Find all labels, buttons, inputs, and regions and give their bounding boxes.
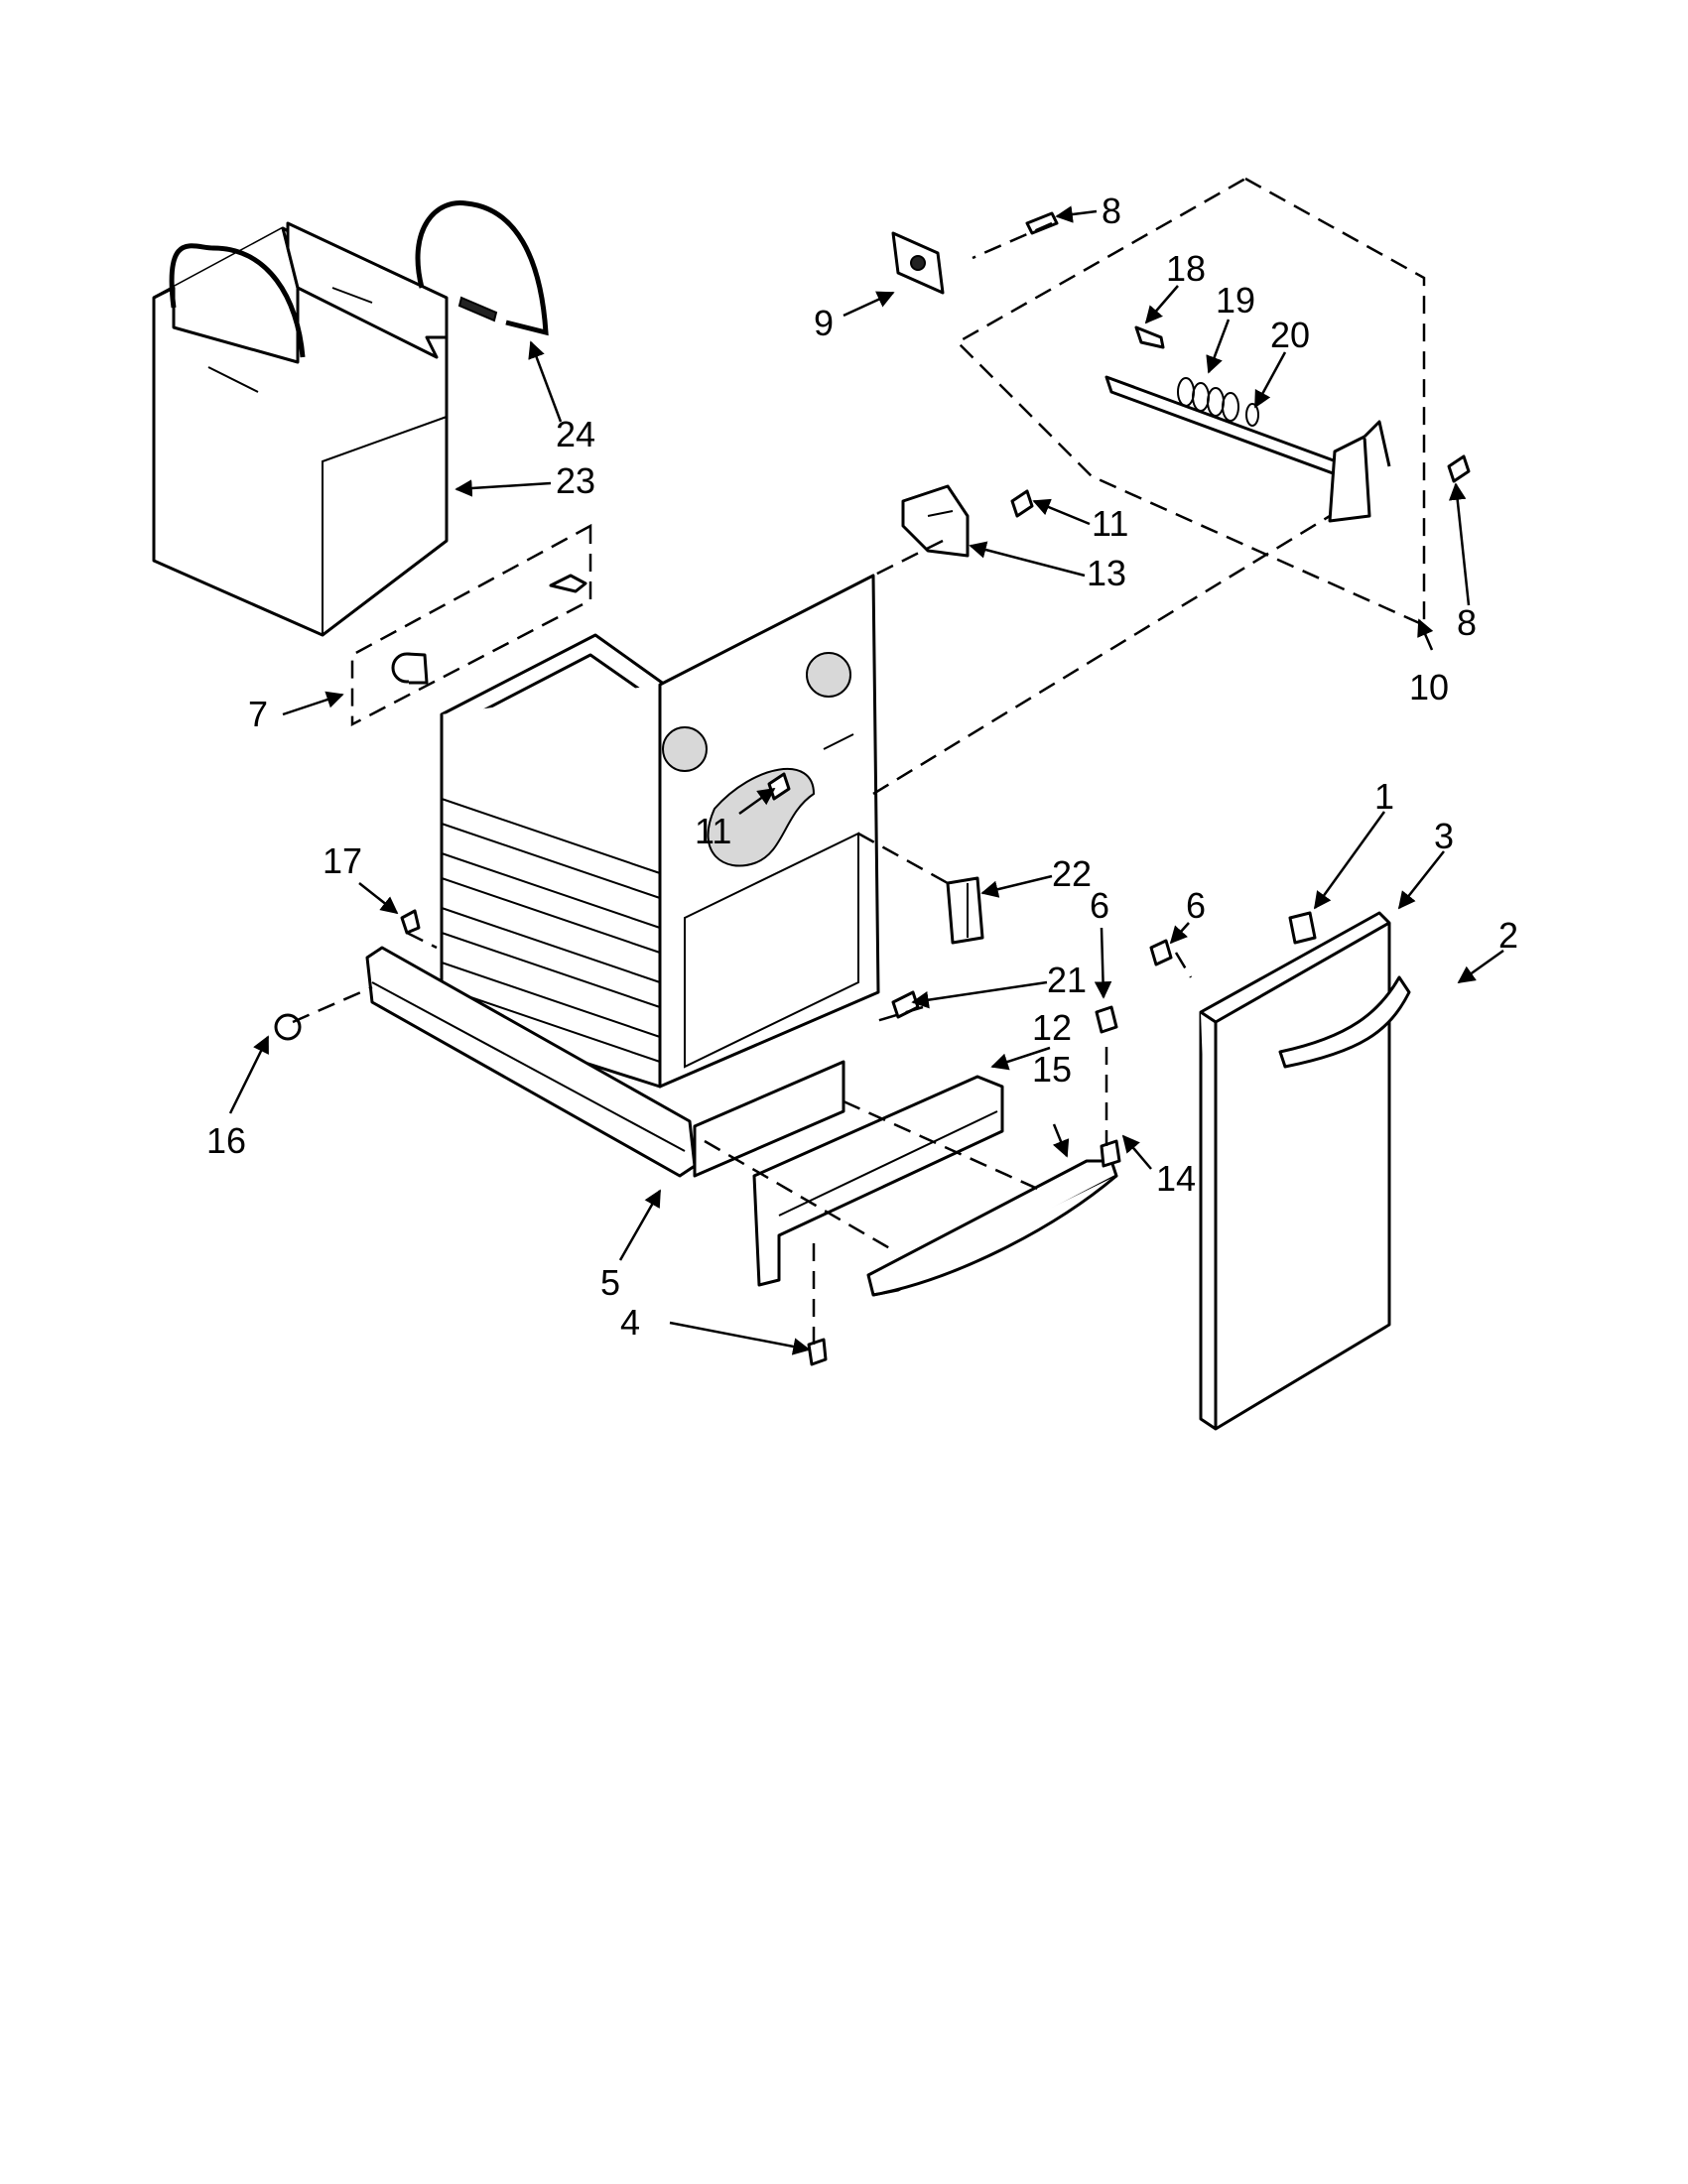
callout-7: 7 xyxy=(248,694,268,734)
callout-10: 10 xyxy=(1409,667,1449,707)
callout-23: 23 xyxy=(556,460,595,501)
spring xyxy=(1177,377,1239,422)
callout-24: 24 xyxy=(556,414,595,454)
callout-4: 4 xyxy=(620,1302,640,1343)
leader-lines xyxy=(228,205,1504,1355)
callout-1: 1 xyxy=(1374,776,1394,817)
callout-labels: 1 2 3 4 5 6 6 7 8 8 9 10 11 11 12 13 14 … xyxy=(206,191,1518,1343)
hinge-assembly xyxy=(891,177,1426,627)
part-15-tray xyxy=(866,1159,1118,1297)
part-22-bracket xyxy=(946,876,984,945)
part-7-knob xyxy=(350,523,592,727)
callout-2: 2 xyxy=(1498,915,1518,956)
callout-20: 20 xyxy=(1270,315,1310,355)
callout-8a: 8 xyxy=(1102,191,1121,231)
part-1-bumper xyxy=(1288,911,1317,945)
callout-3: 3 xyxy=(1434,816,1454,856)
callout-6b: 6 xyxy=(1186,885,1206,926)
part-2-handle xyxy=(1278,975,1411,1069)
main-cabinet-frame xyxy=(365,574,880,1178)
callout-14: 14 xyxy=(1156,1158,1196,1199)
callout-11b: 11 xyxy=(695,811,731,851)
callout-16: 16 xyxy=(206,1120,246,1161)
part-24-handle xyxy=(169,199,549,359)
callout-15: 15 xyxy=(1032,1049,1072,1090)
callout-11a: 11 xyxy=(1092,503,1128,544)
callout-19: 19 xyxy=(1216,280,1255,321)
callout-21: 21 xyxy=(1047,960,1087,1000)
callout-5: 5 xyxy=(600,1262,620,1303)
callout-12: 12 xyxy=(1032,1007,1072,1048)
callout-18: 18 xyxy=(1166,248,1206,289)
callout-6a: 6 xyxy=(1090,885,1109,926)
callout-22: 22 xyxy=(1052,853,1092,894)
part-3-door-panel xyxy=(1199,911,1391,1431)
callout-13: 13 xyxy=(1087,553,1126,593)
callout-9: 9 xyxy=(814,303,834,343)
alignment-lines xyxy=(292,221,1331,1345)
part-12-bracket xyxy=(752,1075,1004,1287)
part-13-bracket xyxy=(901,484,970,558)
callout-17: 17 xyxy=(323,840,362,881)
callout-8b: 8 xyxy=(1457,602,1477,643)
